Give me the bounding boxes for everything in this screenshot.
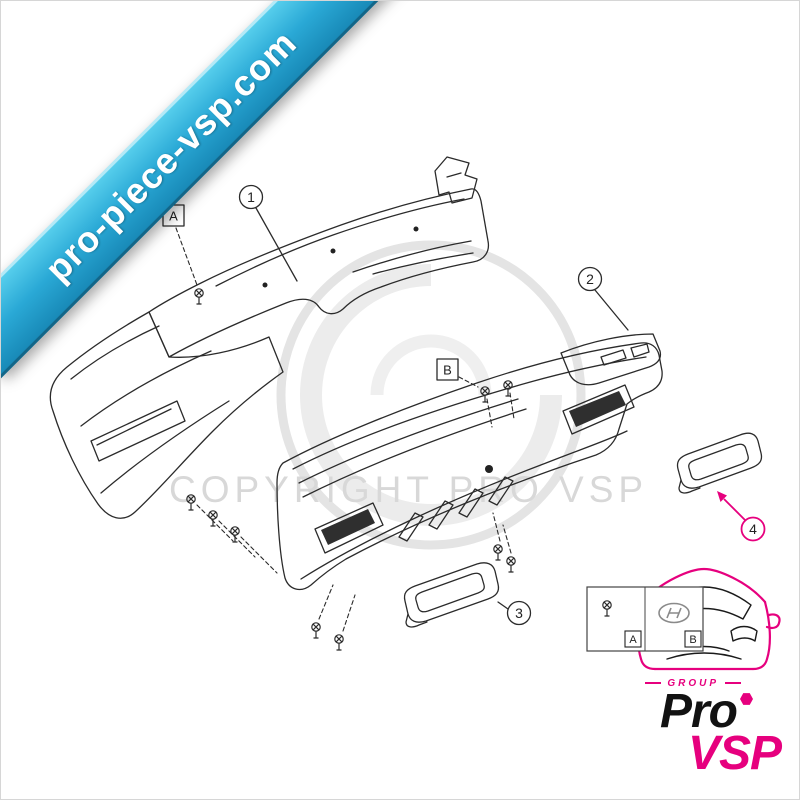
sensor-hole bbox=[485, 465, 493, 473]
group-dash-right bbox=[725, 682, 741, 685]
callout-2: 2 bbox=[577, 266, 629, 331]
upper-bumper-mount-tab bbox=[434, 156, 478, 204]
logo-group-line: GROUP bbox=[645, 678, 741, 689]
lower-bumper-part bbox=[276, 333, 663, 591]
screw-icon bbox=[311, 622, 321, 639]
callout-3: 3 bbox=[497, 600, 532, 626]
upper-bumper-band-outline bbox=[148, 188, 490, 358]
lower-bumper-flange bbox=[560, 333, 662, 386]
fastener-dot bbox=[330, 248, 336, 254]
callout-3-circle bbox=[506, 600, 532, 626]
callout-4-leader bbox=[723, 498, 747, 522]
callout-1-leader bbox=[255, 207, 298, 282]
watermark-small-arc bbox=[370, 334, 492, 396]
callout-4: 4 bbox=[717, 491, 766, 542]
screw-icon bbox=[334, 634, 344, 651]
lower-reflector-side bbox=[405, 613, 428, 628]
right-reflector-side bbox=[678, 479, 701, 494]
badge-h bbox=[666, 607, 682, 619]
lower-bumper-outline bbox=[276, 342, 663, 591]
legend-B-label: B bbox=[689, 634, 696, 646]
right-reflector-inner bbox=[688, 443, 749, 481]
screw-icon bbox=[194, 288, 204, 305]
upper-bumper-band-contours bbox=[215, 198, 474, 287]
brand-badge-icon bbox=[658, 602, 690, 624]
callout-1: 1 bbox=[238, 184, 298, 282]
callout-B-box bbox=[436, 358, 459, 381]
right-reflector-part bbox=[676, 432, 763, 494]
upper-bumper-fastener-dots bbox=[262, 226, 419, 288]
watermark-outer-ring bbox=[276, 240, 586, 550]
hexagon-icon bbox=[740, 693, 753, 705]
logo-pro-text: Pro bbox=[659, 684, 738, 738]
right-reflector-outline bbox=[676, 432, 763, 489]
callout-2-leader bbox=[594, 289, 629, 331]
screw-icon bbox=[208, 510, 218, 527]
upper-bumper-corner-details bbox=[70, 325, 230, 494]
callout-4-circle bbox=[740, 516, 766, 542]
callout-2-circle bbox=[577, 266, 603, 292]
fastener-dot bbox=[413, 226, 419, 232]
fastener-leader-lines bbox=[175, 227, 515, 632]
callout-3-leader bbox=[497, 601, 509, 610]
logo-vsp-text: VSP bbox=[687, 726, 782, 780]
fastener-legend: A B bbox=[586, 586, 704, 652]
lower-bumper-flange-slots bbox=[600, 343, 650, 366]
callout-A-label: A bbox=[169, 209, 178, 224]
lower-bumper-right-vent bbox=[569, 391, 626, 427]
lower-reflector-outline bbox=[403, 562, 500, 623]
watermark-logo-circle bbox=[276, 240, 586, 550]
lower-bumper-contours bbox=[292, 356, 647, 580]
group-dash-left bbox=[645, 682, 662, 685]
callout-1-circle bbox=[238, 184, 264, 210]
upper-bumper-corner-outline bbox=[49, 311, 284, 519]
callout-4-label: 4 bbox=[749, 521, 757, 537]
lower-bumper-right-vent-outline bbox=[562, 384, 635, 435]
callout-1-label: 1 bbox=[247, 189, 255, 205]
car-roof bbox=[641, 567, 767, 604]
callouts: 1 2 3 4 A bbox=[162, 184, 766, 626]
lower-bumper-left-vent-outline bbox=[314, 502, 384, 554]
lower-reflector-part bbox=[403, 562, 500, 628]
upper-bumper-part bbox=[49, 156, 490, 519]
legend-B-box bbox=[684, 630, 702, 648]
logo-pro-line: Pro bbox=[645, 684, 753, 738]
badge-oval bbox=[658, 602, 690, 624]
callout-3-label: 3 bbox=[515, 605, 523, 621]
legend-A-label: A bbox=[629, 634, 637, 646]
callout-B: B bbox=[436, 358, 459, 381]
callout-4-arrowhead bbox=[717, 491, 727, 502]
legend-A-box bbox=[624, 630, 642, 648]
fastener-dot bbox=[262, 282, 268, 288]
provsp-logo: GROUP Pro VSP bbox=[645, 678, 782, 780]
screw-icon bbox=[506, 556, 516, 573]
lower-reflector-inner bbox=[415, 572, 485, 613]
logo-group-text: GROUP bbox=[667, 677, 719, 689]
screw-icon bbox=[186, 494, 196, 511]
fasteners bbox=[175, 227, 516, 651]
copyright-watermark: COPYRIGHT PRO VSP bbox=[169, 469, 649, 510]
car-right-side bbox=[751, 600, 771, 671]
watermark-inner-arc bbox=[300, 264, 562, 526]
screw-icon bbox=[480, 386, 490, 403]
lower-bumper-fins bbox=[398, 476, 514, 542]
callout-2-label: 2 bbox=[586, 271, 594, 287]
lower-bumper-left-vent bbox=[321, 509, 375, 545]
screw-icon bbox=[493, 544, 503, 561]
callout-B-label: B bbox=[443, 363, 452, 378]
